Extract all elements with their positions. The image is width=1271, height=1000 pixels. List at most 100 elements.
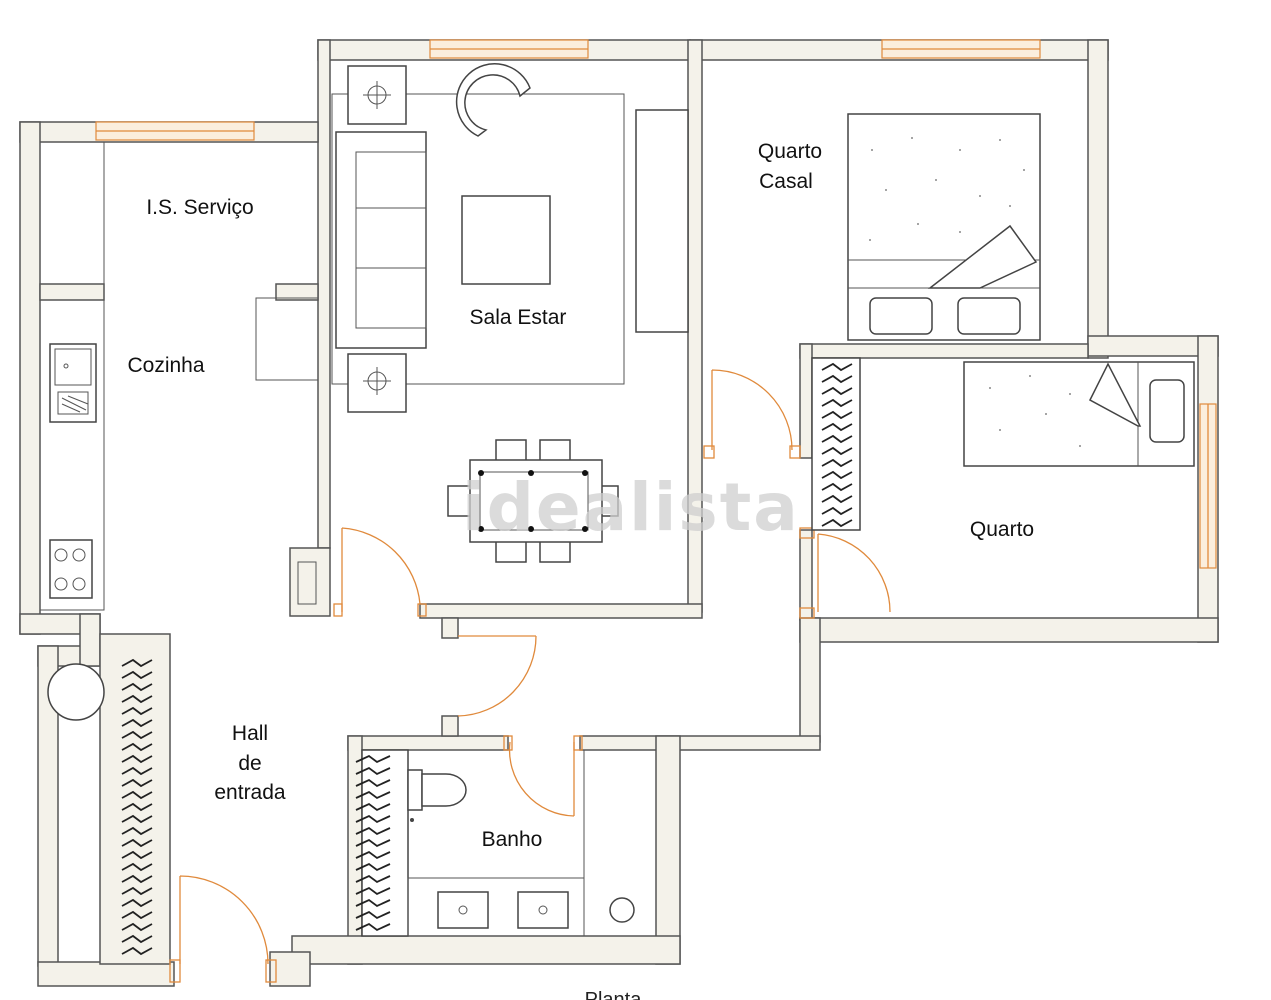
hanger-icon — [821, 374, 853, 384]
door-quarto — [817, 533, 891, 613]
hanger-icon — [821, 494, 853, 504]
hanger-icon — [355, 814, 391, 824]
kitchen-fixtures — [39, 297, 319, 721]
hanger-icon — [821, 518, 853, 528]
tv-unit-icon — [635, 109, 689, 333]
hanger-icon — [821, 410, 853, 420]
watermark: idealista — [462, 469, 800, 546]
sala-furniture — [331, 63, 689, 563]
hanger-icon — [121, 922, 153, 932]
hanger-icon — [355, 754, 391, 764]
hanger-icon — [355, 778, 391, 788]
room-labels: I.S. Serviço Cozinha Sala Estar Quarto C… — [127, 140, 1034, 851]
hanger-icon — [821, 362, 853, 372]
double-bed-icon — [847, 113, 1041, 341]
sink-icon — [517, 891, 569, 929]
hanger-icon — [821, 446, 853, 456]
plan-footer-label: Planta — [585, 989, 643, 1000]
hanger-icon — [121, 778, 153, 788]
door-hall — [457, 635, 537, 717]
door-banho — [508, 741, 575, 817]
door-sala — [341, 527, 421, 612]
room-label-cozinha: Cozinha — [127, 354, 204, 377]
hanger-icon — [121, 850, 153, 860]
dining-table-icon — [447, 439, 619, 563]
hangers-quarto — [821, 362, 853, 528]
room-label-is-servico: I.S. Serviço — [146, 196, 253, 219]
vanity-counter — [407, 877, 585, 937]
doors — [169, 369, 891, 983]
hangers-banho — [355, 754, 391, 932]
hanger-icon — [821, 434, 853, 444]
hanger-icon — [121, 694, 153, 704]
hanger-icon — [355, 922, 391, 932]
hanger-icon — [355, 838, 391, 848]
hanger-icon — [121, 766, 153, 776]
hanger-icon — [355, 790, 391, 800]
toilet-icon — [407, 769, 467, 811]
hanger-icon — [355, 802, 391, 812]
sink-icon — [49, 343, 97, 423]
hanger-icon — [121, 718, 153, 728]
rug — [331, 93, 625, 385]
hanger-icon — [121, 754, 153, 764]
hanger-icon — [821, 482, 853, 492]
hanger-icon — [355, 874, 391, 884]
hanger-icon — [121, 790, 153, 800]
hanger-icon — [355, 766, 391, 776]
windows — [95, 39, 1217, 569]
hanger-icon — [121, 910, 153, 920]
kitchen-counter — [39, 299, 105, 611]
is-servico-fixtures — [39, 141, 105, 285]
banho-fixtures — [355, 749, 635, 937]
hanger-icon — [355, 862, 391, 872]
wardrobe-quarto — [811, 357, 861, 531]
hanger-icon — [355, 826, 391, 836]
hanger-icon — [121, 802, 153, 812]
coffee-table-icon — [461, 195, 551, 285]
door-entrada — [179, 875, 269, 965]
stove-icon — [49, 539, 93, 599]
water-heater-icon — [47, 663, 105, 721]
hall-fixtures — [121, 658, 153, 956]
quarto-casal-furniture — [847, 113, 1041, 341]
sofa-icon — [335, 131, 427, 349]
room-label-quarto-casal: Quarto — [758, 140, 822, 163]
hanger-icon — [821, 398, 853, 408]
hanger-icon — [355, 898, 391, 908]
fridge-icon — [255, 297, 319, 381]
hanger-icon — [121, 658, 153, 668]
quarto-furniture — [811, 357, 1195, 531]
hanger-icon — [121, 730, 153, 740]
hanger-icon — [821, 470, 853, 480]
hanger-icon — [121, 682, 153, 692]
room-label-hall: entrada — [214, 781, 286, 804]
room-label-quarto: Quarto — [970, 518, 1034, 541]
hanger-icon — [121, 670, 153, 680]
door-quarto-casal — [711, 369, 793, 451]
hanger-icon — [121, 814, 153, 824]
room-label-sala-estar: Sala Estar — [470, 306, 567, 329]
hanger-icon — [355, 910, 391, 920]
hanger-icon — [121, 706, 153, 716]
hanger-icon — [121, 934, 153, 944]
hangers-hall — [121, 658, 153, 956]
armchair-icon — [455, 63, 531, 137]
hanger-icon — [121, 742, 153, 752]
hanger-icon — [121, 874, 153, 884]
sink-icon — [437, 891, 489, 929]
hanger-icon — [121, 826, 153, 836]
hanger-icon — [121, 886, 153, 896]
hanger-icon — [121, 946, 153, 956]
hanger-icon — [821, 458, 853, 468]
room-label-quarto-casal: Casal — [759, 170, 813, 193]
hanger-icon — [821, 506, 853, 516]
hanger-icon — [821, 386, 853, 396]
hanger-icon — [821, 422, 853, 432]
room-label-hall: de — [238, 752, 261, 775]
hanger-icon — [121, 862, 153, 872]
single-bed-icon — [963, 361, 1195, 467]
room-label-banho: Banho — [482, 828, 543, 851]
hanger-icon — [121, 898, 153, 908]
